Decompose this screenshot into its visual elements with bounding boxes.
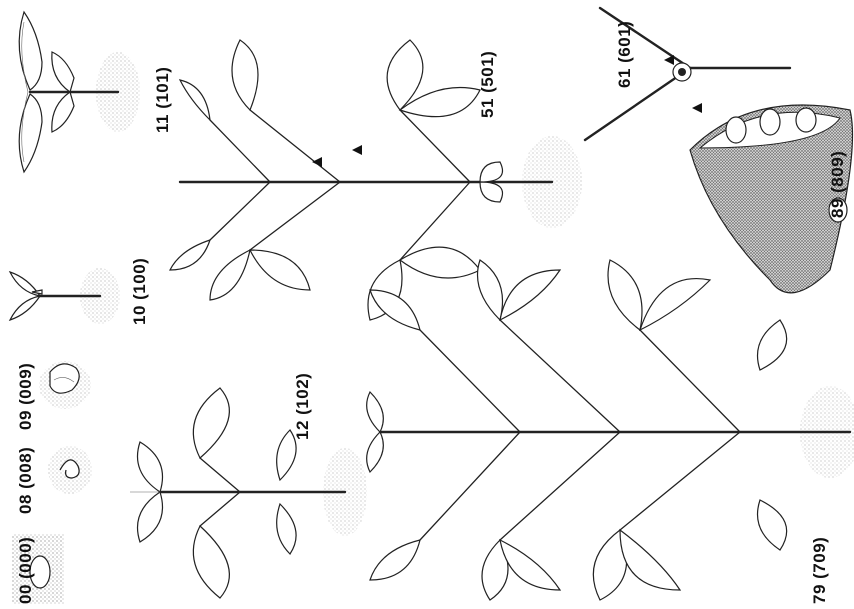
stage-09-emergence-drawing [39,361,91,409]
stage-12-label: 12 (102) [293,373,313,440]
stage-51-inflorescence-drawing [170,40,582,320]
stage-10-cotyledon-drawing [10,268,120,324]
stage-08-label: 08 (008) [16,447,36,514]
stage-09-label: 09 (009) [16,363,36,430]
stage-00-label: 00 (000) [16,537,36,604]
stage-89-label: 89 (809) [828,151,848,218]
stage-11-label: 11 (101) [153,67,173,133]
stage-10-label: 10 (100) [130,258,150,325]
stage-51-label: 51 (501) [478,51,498,118]
stage-11-first-leaf-drawing [19,12,140,172]
stage-08-germinating-seed-drawing [48,446,92,494]
stage-12-two-leaves-drawing [130,388,367,598]
stage-79-label: 79 (709) [810,537,830,604]
stage-79-pod-development-drawing [367,260,854,600]
stage-61-label: 61 (601) [615,21,635,88]
